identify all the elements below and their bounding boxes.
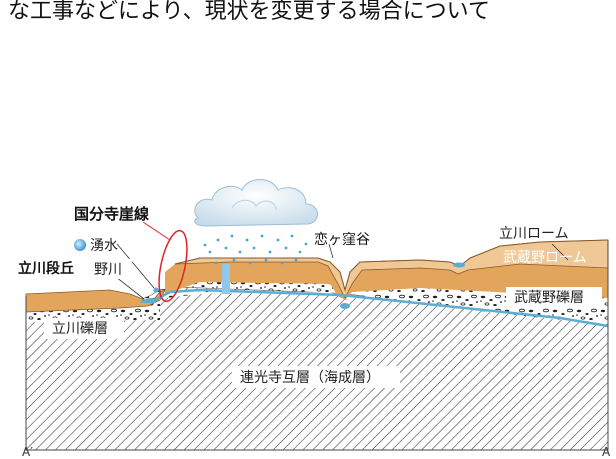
koigakubo-leader [328,243,334,259]
label-musashino-loam: 武蔵野ローム [503,250,587,266]
loam-leader [551,243,569,261]
nogawa-label-bg [88,259,132,279]
musashino-loam-layer [165,262,608,300]
rain [203,234,308,265]
infiltration-column [222,264,230,294]
label-tachikawa-loam: 立川ローム [499,226,569,242]
label-kokubunji-gaisen: 国分寺崖線 [74,205,149,223]
tachikawa-gravel-body [26,298,160,322]
spring-point [153,287,159,293]
label-tachikawa-dankyu: 立川段丘 [18,260,74,277]
lower-terrace-loam [25,289,166,313]
renkoji-label-bg [232,366,400,388]
cloud [194,179,318,227]
nogawa-water [140,298,158,303]
top-text: な工事などにより、現状を変更する場合について [8,0,490,24]
spring-leader [116,243,155,289]
musashino-reki-label-bg [506,287,602,307]
cliff-line-marker [158,229,188,303]
label-tachikawa-reki: 立川礫層 [52,321,108,337]
label-musashino-reki: 武蔵野礫層 [514,290,584,306]
label-nogawa: 野川 [94,262,122,278]
label-renkoji: 連光寺互層（海成層） [240,370,380,386]
label-a: A [602,445,611,459]
surface-line [174,239,609,292]
label-yusui: 湧水 [90,238,118,254]
cliff-leader [142,221,171,241]
spring-icon [74,239,86,251]
nogawa-leader [115,276,145,300]
tachikawa-reki-label-bg [44,318,124,339]
koigakubo-water [340,303,350,309]
dip-water [453,262,465,268]
label-koigakubo: 恋ヶ窪谷 [314,231,370,248]
label-a-prime: A′ [22,445,33,459]
groundwater-line [154,288,609,328]
